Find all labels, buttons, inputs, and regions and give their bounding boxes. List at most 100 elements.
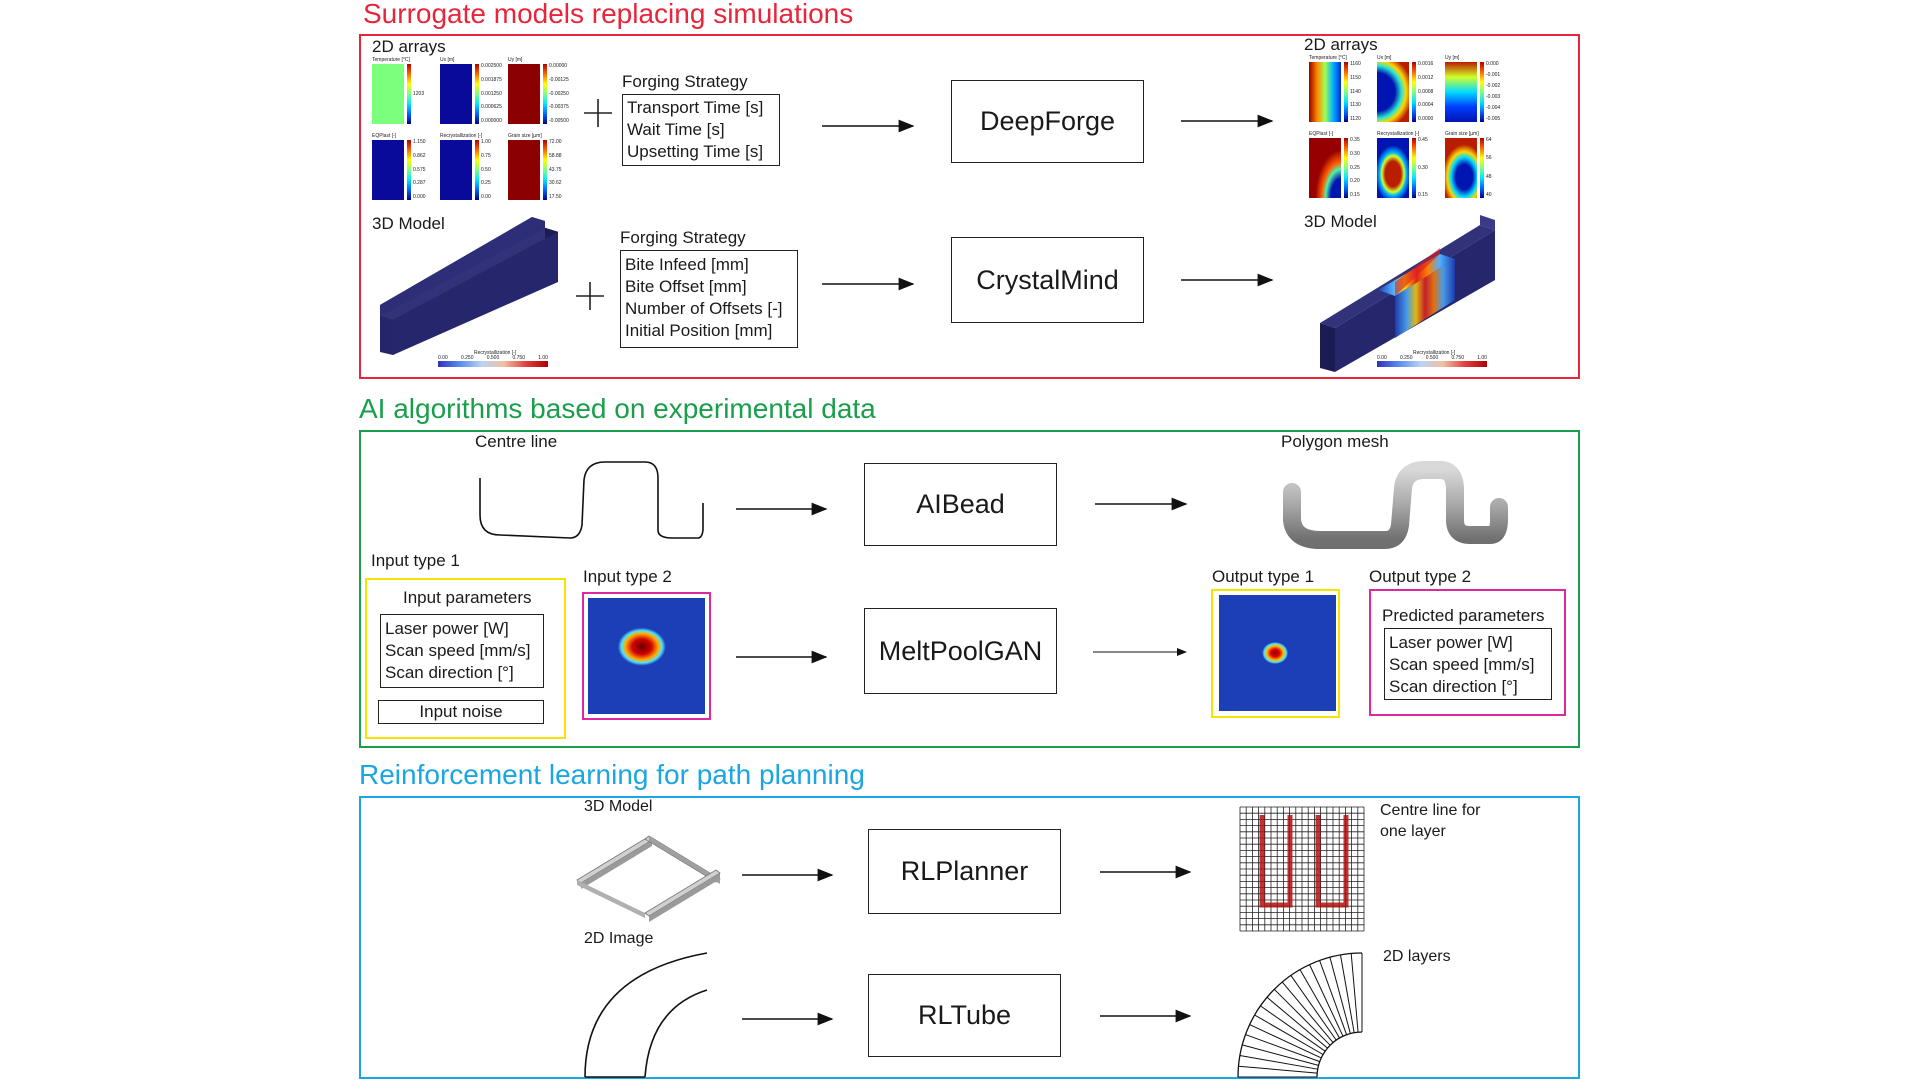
heatmap-label: Ux [m] xyxy=(1377,55,1392,61)
heatmap-colorbar xyxy=(1480,62,1484,122)
heatmap-tick: 0.000000 xyxy=(481,118,502,124)
heatmap-colorbar xyxy=(1412,62,1416,122)
slab-model-3d xyxy=(576,835,721,922)
heatmap-tick: 58.88 xyxy=(549,152,562,159)
heatmap-tick: 0.35 xyxy=(1350,137,1360,143)
forging-item: Upsetting Time [s] xyxy=(627,142,764,161)
heatmap-colorbar xyxy=(1412,138,1416,198)
heatmap-tick: 72.00 xyxy=(549,139,562,145)
heatmap-tick: 1130 xyxy=(1350,102,1361,109)
forging-strategy-heading-1: Forging Strategy xyxy=(622,72,748,91)
heatmap-tick: -0.003 xyxy=(1486,94,1501,100)
heatmap-image xyxy=(508,64,540,124)
forging-strategy-list-2: Bite Infeed [mm] Bite Offset [mm] Number… xyxy=(620,250,798,348)
polygon-mesh-label: Polygon mesh xyxy=(1281,432,1389,451)
meltpool-input-image xyxy=(588,598,705,714)
input-type2-frame xyxy=(582,592,711,720)
output-type2-label: Output type 2 xyxy=(1369,567,1472,586)
heatmap-tick: 0.002500 xyxy=(481,63,502,69)
heatmap-image xyxy=(1309,138,1341,198)
heatmap-tick: 0.25 xyxy=(1350,164,1360,171)
colorbar-tick: 0.250 xyxy=(460,355,474,361)
colorbar-gradient xyxy=(438,361,548,367)
input-param-item: Scan speed [mm/s] xyxy=(385,641,531,660)
heatmap-tick: 1120 xyxy=(1350,116,1361,122)
heatmap-tick: 0.30 xyxy=(1350,150,1360,157)
model-box-rlplanner: RLPlanner xyxy=(868,829,1061,914)
forging-block-3d-right xyxy=(1320,215,1495,372)
colorbar-tick: 0.250 xyxy=(1399,355,1413,361)
heatmap-tick: 0.0008 xyxy=(1418,88,1434,95)
input-type2-label: Input type 2 xyxy=(583,567,672,586)
heatmap-ticks: 0.00000-0.00125-0.00250-0.00375-0.00500 xyxy=(549,64,569,124)
centre-line-path xyxy=(479,461,704,539)
heatmap-image xyxy=(1309,62,1341,122)
heatmap-tick: 30.62 xyxy=(549,180,562,187)
colorbar-tick: 1.00 xyxy=(538,355,548,361)
model-box-crystalmind: CrystalMind xyxy=(951,237,1144,323)
heatmap-tick: -0.002 xyxy=(1486,83,1501,89)
colorbar-tick: 0.00 xyxy=(1377,355,1387,361)
forging-item: Bite Offset [mm] xyxy=(625,277,747,296)
heatmap-label: Recrystallization [-] xyxy=(440,133,483,139)
heatmap-image xyxy=(1377,138,1409,198)
heatmap-tick: 0.15 xyxy=(1418,192,1428,198)
input-param-item: Laser power [W] xyxy=(385,619,509,638)
heatmap-image xyxy=(372,64,404,124)
model-box-rltube: RLTube xyxy=(868,974,1061,1057)
colorbar-tick: 0.00 xyxy=(438,355,448,361)
heatmap-label: EQPlast [-] xyxy=(1309,131,1334,137)
right-3d-model-label: 3D Model xyxy=(1304,212,1377,231)
heatmap-colorbar xyxy=(543,140,547,200)
forging-item: Number of Offsets [-] xyxy=(625,299,783,318)
heatmap-tick: 0.000 xyxy=(413,194,426,200)
tube-arc-2d xyxy=(584,952,708,1078)
colorbar-label: Recrystallization [-] xyxy=(1413,350,1456,356)
forging-item: Transport Time [s] xyxy=(627,98,764,117)
heatmap-tick: -0.004 xyxy=(1486,105,1501,111)
heatmap-label: Grain size [µm] xyxy=(508,133,542,139)
heatmap-panel: Uy [m]0.00000-0.00125-0.00250-0.00375-0.… xyxy=(508,57,576,124)
output-type1-frame xyxy=(1211,589,1340,718)
polygon-mesh-tube xyxy=(1283,461,1508,549)
predicted-params-list: Laser power [W] Scan speed [mm/s] Scan d… xyxy=(1384,628,1552,700)
forging-strategy-list-1: Transport Time [s] Wait Time [s] Upsetti… xyxy=(622,94,780,166)
heatmap-panel: Temperature [°C]1203 xyxy=(372,57,440,124)
heatmap-tick: -0.00125 xyxy=(549,76,569,83)
colorbar-tick: 0.500 xyxy=(1425,355,1439,361)
heatmap-tick: 0.75 xyxy=(481,152,491,159)
forging-block-3d-left xyxy=(379,217,559,355)
heatmap-tick: -0.005 xyxy=(1486,116,1501,122)
section-frame-rl xyxy=(359,796,1580,1079)
heatmap-label: EQPlast [-] xyxy=(372,133,397,139)
arrow-icon xyxy=(736,114,1274,1026)
heatmap-image xyxy=(1445,138,1477,198)
heatmap-colorbar xyxy=(407,140,411,200)
plus-icon xyxy=(576,282,604,310)
left-3d-model-label: 3D Model xyxy=(372,214,445,233)
rl-grid xyxy=(1239,806,1365,932)
heatmap-colorbar xyxy=(1344,62,1348,122)
heatmap-tick: -0.00500 xyxy=(549,118,569,124)
heatmap-tick: 0.30 xyxy=(1418,164,1428,171)
predicted-param-item: Scan speed [mm/s] xyxy=(1389,655,1535,674)
input-params-list: Laser power [W] Scan speed [mm/s] Scan d… xyxy=(380,614,544,688)
centre-line-one-layer-label-2: one layer xyxy=(1380,823,1446,840)
model-box-aibead: AIBead xyxy=(864,463,1057,546)
heatmap-panel: Uy [m]0.000-0.001-0.002-0.003-0.004-0.00… xyxy=(1445,55,1513,122)
heatmap-label: Ux [m] xyxy=(440,57,455,63)
colorbar-tick: 0.500 xyxy=(486,355,500,361)
